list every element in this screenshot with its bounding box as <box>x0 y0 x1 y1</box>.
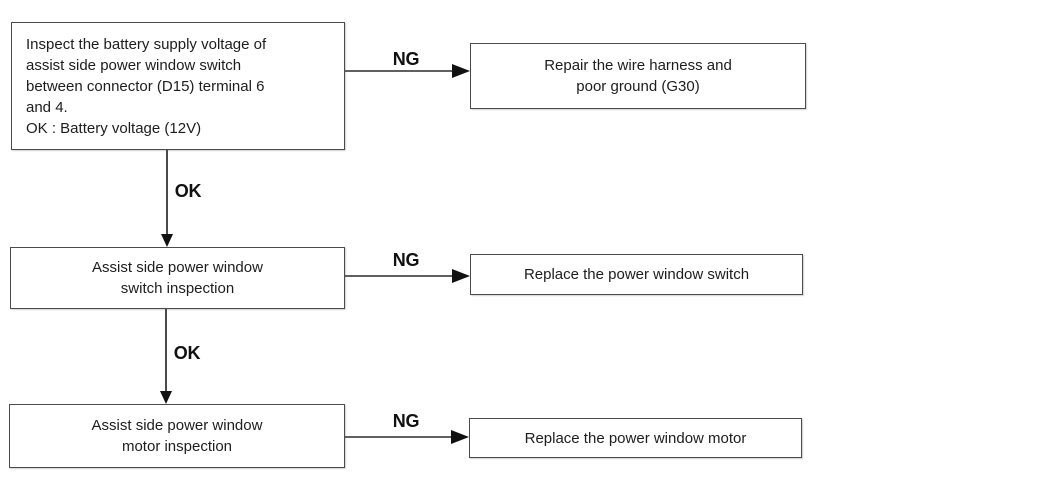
arrow-head-right-icon <box>452 269 470 283</box>
ng-label: NG <box>392 411 420 431</box>
step-box-motor-inspection: Assist side power window motor inspectio… <box>9 404 345 468</box>
result-box-repair-harness: Repair the wire harness and poor ground … <box>470 43 806 109</box>
ok-label: OK <box>174 181 202 201</box>
ok-connector-line-2 <box>165 309 167 392</box>
arrow-head-right-icon <box>451 430 469 444</box>
arrow-head-down-icon <box>161 234 173 247</box>
ok-label: OK <box>173 343 201 363</box>
ng-label: NG <box>392 49 420 69</box>
ng-connector-line-1 <box>345 70 452 72</box>
ng-connector-line-3 <box>345 436 451 438</box>
arrow-head-down-icon <box>160 391 172 404</box>
ng-connector-line-2 <box>345 275 452 277</box>
result-box-replace-switch: Replace the power window switch <box>470 254 803 295</box>
ok-connector-line-1 <box>166 150 168 235</box>
step-box-switch-inspection: Assist side power window switch inspecti… <box>10 247 345 309</box>
arrow-head-right-icon <box>452 64 470 78</box>
result-box-replace-motor: Replace the power window motor <box>469 418 802 458</box>
step-box-battery-voltage-check: Inspect the battery supply voltage of as… <box>11 22 345 150</box>
ng-label: NG <box>392 250 420 270</box>
